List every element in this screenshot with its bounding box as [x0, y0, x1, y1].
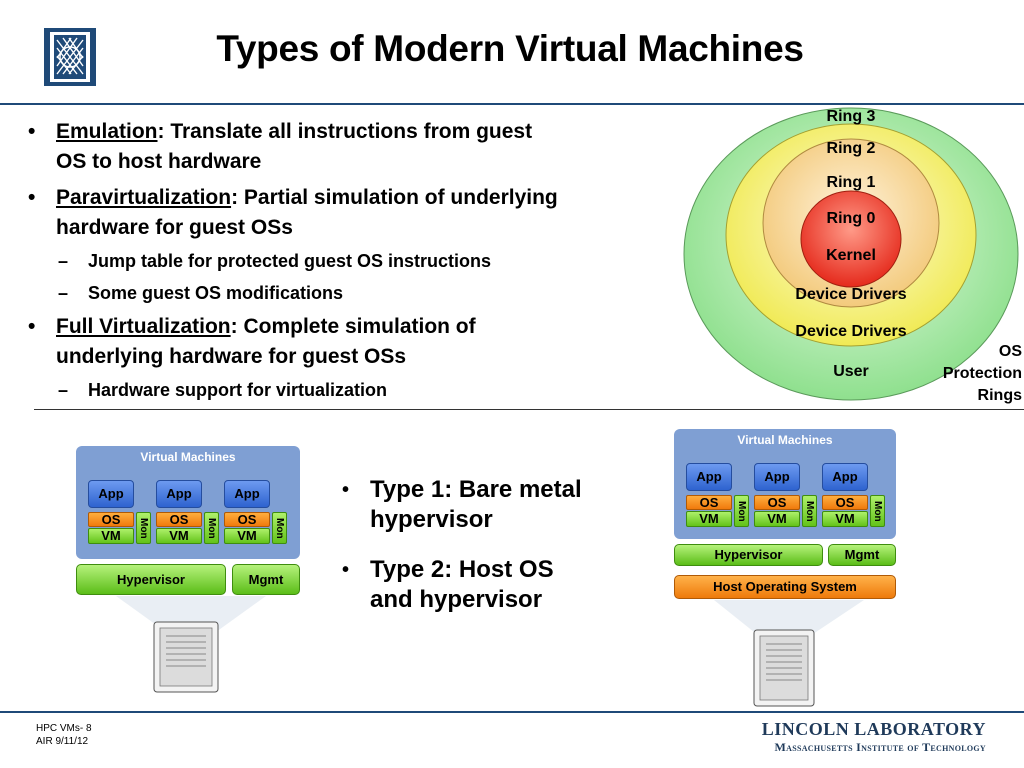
type1-vm1-vm: VM	[88, 528, 134, 544]
ring-0-ellipse	[800, 190, 902, 288]
type1-vm3-app: App	[224, 480, 270, 508]
type1-vm2-app: App	[156, 480, 202, 508]
bullet-type2: • Type 2: Host OS and hypervisor	[342, 556, 554, 613]
type1-vm1-app: App	[88, 480, 134, 508]
sub-bullet-jump-table: – Jump table for protected guest OS inst…	[58, 251, 492, 271]
lincoln-lab-logo	[44, 28, 96, 86]
type2-hypervisor-diagram: Virtual Machines App OS VM Mon App OS VM…	[674, 429, 898, 711]
term-paravirtualization: Paravirtualization	[56, 186, 232, 209]
type2-server	[714, 600, 864, 707]
section-divider	[34, 409, 1024, 410]
mit-wordmark: Massachusetts Institute of Technology	[774, 740, 986, 754]
type2-vm3-os: OS	[822, 495, 868, 510]
type1-mgmt: Mgmt	[232, 564, 300, 595]
date-ref: AIR 9/11/12	[36, 736, 89, 747]
term-full-virtualization: Full Virtualization	[56, 315, 231, 338]
ring-3-label: Ring 3	[826, 108, 876, 125]
footer-divider	[0, 711, 1024, 713]
type1-vm3-mon: Mon	[272, 512, 287, 544]
type1-vm3-os: OS	[224, 512, 270, 527]
type1-vm1-os: OS	[88, 512, 134, 527]
type1-vm1-mon: Mon	[136, 512, 151, 544]
bullet-type1: • Type 1: Bare metal hypervisor	[342, 476, 582, 533]
term-emulation: Emulation	[56, 120, 158, 143]
type2-vm1-app: App	[686, 463, 732, 491]
header-divider	[0, 103, 1024, 105]
type2-vm2-mon: Mon	[802, 495, 817, 527]
hypervisor-types-list: • Type 1: Bare metal hypervisor • Type 2…	[342, 475, 642, 619]
type2-mgmt: Mgmt	[828, 544, 896, 566]
kernel-label: Kernel	[826, 247, 876, 264]
ring-2-label: Ring 2	[826, 140, 876, 157]
type2-vm1-vm: VM	[686, 511, 732, 527]
type2-vm1-os: OS	[686, 495, 732, 510]
sub-bullet-hardware-support: – Hardware support for virtualization	[58, 380, 388, 400]
type1-hypervisor-diagram: Virtual Machines App OS VM Mon App OS VM…	[76, 446, 300, 693]
user-label: User	[833, 363, 869, 380]
ring-1-label: Ring 1	[826, 174, 876, 191]
type2-vm3-app: App	[822, 463, 868, 491]
slide-ref: HPC VMs- 8	[36, 723, 92, 734]
slide-title: Types of Modern Virtual Machines	[216, 28, 804, 69]
ring-0-label: Ring 0	[826, 210, 876, 227]
type2-vm2-app: App	[754, 463, 800, 491]
sub-bullet-guest-os-mods: – Some guest OS modifications	[58, 283, 344, 303]
footer-slide-info: HPC VMs- 8 AIR 9/11/12	[36, 722, 92, 748]
type1-vm2-os: OS	[156, 512, 202, 527]
type2-host-os: Host Operating System	[674, 575, 896, 599]
type2-vm2-vm: VM	[754, 511, 800, 527]
device-drivers-outer-label: Device Drivers	[795, 323, 907, 340]
type1-vm2-mon: Mon	[204, 512, 219, 544]
type2-vm2-os: OS	[754, 495, 800, 510]
type1-server	[116, 596, 266, 693]
type2-vm3-mon: Mon	[870, 495, 885, 527]
type1-vm3-vm: VM	[224, 528, 270, 544]
protection-rings-diagram: Ring 3 Ring 2 Ring 1 Ring 0 Kernel Devic…	[680, 104, 1020, 410]
lincoln-laboratory-wordmark: LINCOLN LABORATORY	[761, 719, 986, 739]
type2-vm3-vm: VM	[822, 511, 868, 527]
device-drivers-inner-label: Device Drivers	[795, 286, 907, 303]
os-protection-rings-caption: OS Protection Rings	[942, 343, 1022, 404]
type1-hypervisor: Hypervisor	[76, 564, 226, 595]
type1-vm2-vm: VM	[156, 528, 202, 544]
type2-hypervisor: Hypervisor	[674, 544, 823, 566]
type2-vm1-mon: Mon	[734, 495, 749, 527]
